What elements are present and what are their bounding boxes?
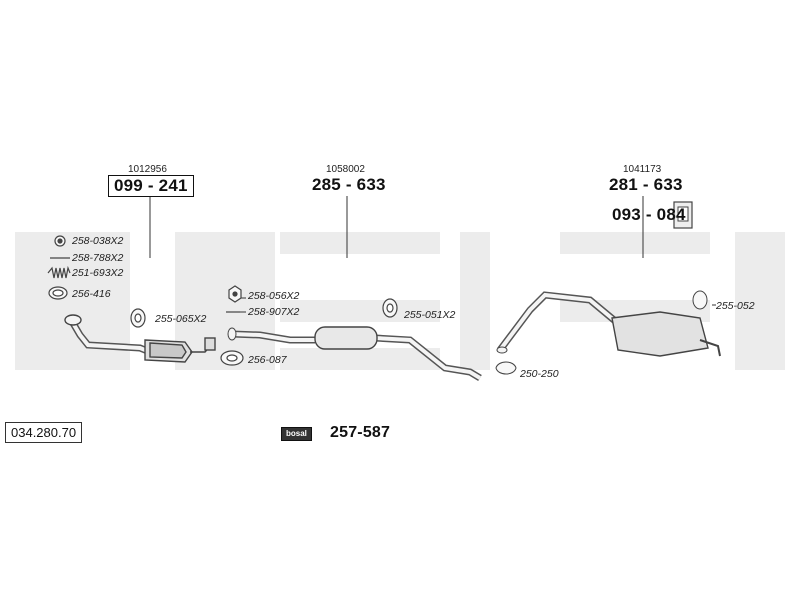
rear-pipe-silencer-shape: [495, 201, 721, 375]
label-hanger-b: 255-051X2: [404, 309, 456, 321]
part-number-center: 285 - 633: [312, 175, 386, 194]
label-hanger-a: 255-065X2: [155, 313, 207, 325]
ref-number-rear: 1041173: [623, 164, 662, 175]
label-hanger-c: 255-052: [716, 300, 755, 312]
ref-number-front: 1012956: [128, 164, 167, 175]
label-bolt-b: 258-907X2: [248, 306, 300, 318]
center-pipe-resonator-shape: [227, 326, 482, 382]
accessory-icons-front: [47, 235, 146, 328]
front-pipe-catalyst-shape: [64, 314, 216, 363]
label-nut-b: 258-056X2: [248, 290, 300, 302]
label-gasket-a: 258-038X2: [72, 235, 124, 247]
part-number-extra: 093 - 084: [612, 205, 686, 224]
catalog-number: 034.280.70: [5, 422, 83, 443]
label-gasket-b: 256-087: [248, 354, 287, 366]
label-ring-a: 256-416: [72, 288, 111, 300]
label-clamp-c: 250-250: [520, 368, 559, 380]
kit-part-number: 257-587: [330, 424, 391, 441]
label-bolt-a: 258-788X2: [72, 252, 124, 264]
bosal-watermark: [15, 232, 785, 370]
part-number-front: 099 - 241: [108, 175, 194, 197]
label-spring-a: 251-693X2: [72, 267, 124, 279]
bosal-kit-logo: bosal: [281, 427, 312, 441]
part-number-rear: 281 - 633: [609, 175, 683, 194]
accessory-icons-center: [220, 285, 398, 366]
ref-number-center: 1058002: [326, 164, 365, 175]
